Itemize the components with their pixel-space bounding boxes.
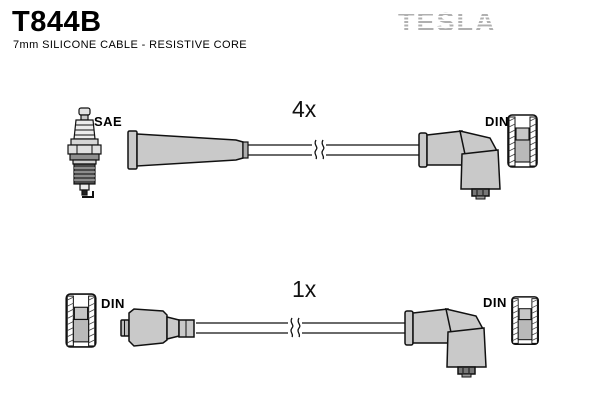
din-cap-icon: [507, 114, 538, 168]
row1-sae-label: SAE: [94, 114, 123, 129]
din-cap-icon: [511, 296, 539, 345]
row2-right-din-label: DIN: [483, 295, 507, 310]
coil-boot-icon: [120, 308, 195, 347]
elbow-boot-icon: [418, 130, 501, 200]
row2-left-din-label: DIN: [101, 296, 125, 311]
brand-logo-text: TESLA: [398, 7, 497, 37]
cable-break-icon: [314, 139, 325, 160]
row2-cable: [196, 317, 405, 338]
brand-logo: TESLA: [398, 7, 508, 37]
row1-cable: [248, 139, 421, 160]
row1-quantity-label: 4x: [292, 96, 317, 122]
product-subtitle: 7mm SILICONE CABLE - RESISTIVE CORE: [13, 39, 248, 51]
din-cap-icon: [65, 293, 97, 348]
cable-break-icon: [290, 317, 301, 338]
row2-quantity-label: 1x: [292, 276, 317, 302]
straight-boot-icon: [127, 130, 249, 170]
part-number-title: T844B: [12, 6, 102, 38]
spark-plug-icon: [67, 107, 102, 198]
elbow-boot-icon: [404, 308, 487, 378]
row1-din-label: DIN: [485, 114, 509, 129]
